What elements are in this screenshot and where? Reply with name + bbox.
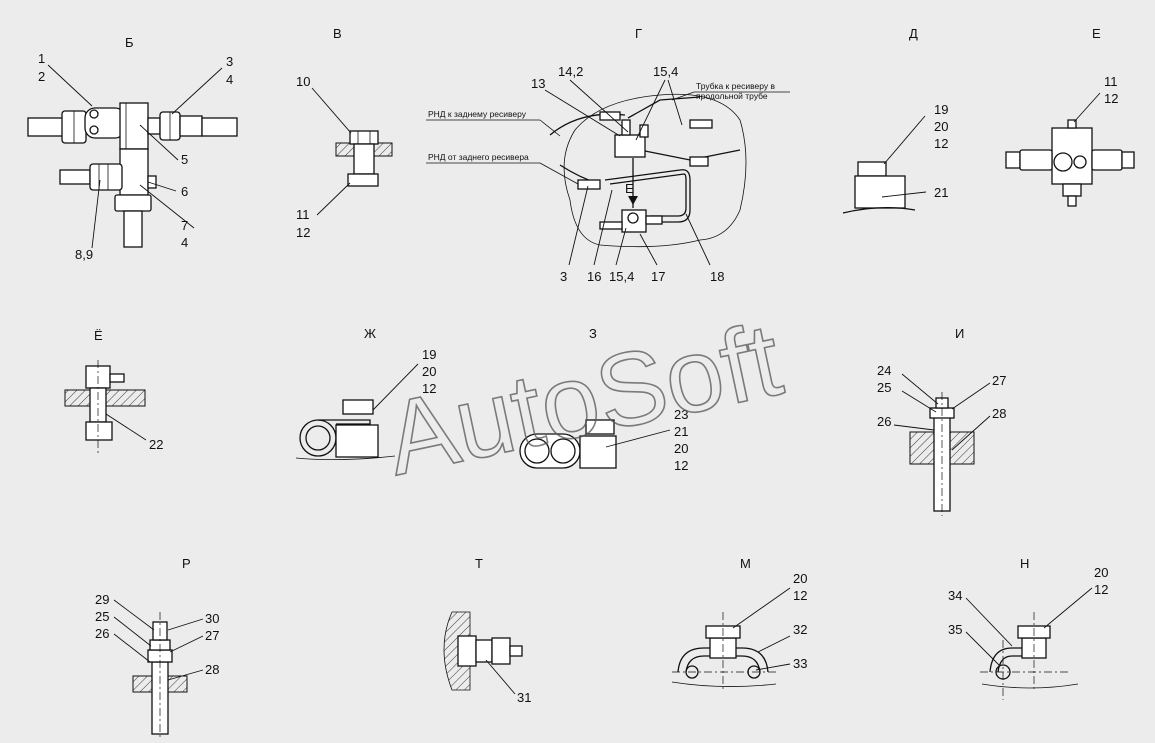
callout-n-12: 12 (1094, 582, 1108, 597)
view-g-title: Г (635, 26, 642, 41)
view-e: Е 11 12 (1005, 26, 1135, 207)
callout-z-12: 12 (674, 458, 688, 473)
callout-b-1: 1 (38, 51, 45, 66)
view-m: М 20 12 32 33 (671, 556, 807, 690)
view-r-title: Р (182, 556, 191, 571)
view-v-title: В (333, 26, 342, 41)
callout-m-33: 33 (793, 656, 807, 671)
callout-i-25: 25 (877, 380, 891, 395)
callout-d-21: 21 (934, 185, 948, 200)
note-to-rear-receiver: РНД к заднему ресиверу (428, 109, 527, 119)
callout-v-10: 10 (296, 74, 310, 89)
callout-r-29: 29 (95, 592, 109, 607)
callout-z-21: 21 (674, 424, 688, 439)
callout-b-8-9: 8,9 (75, 247, 93, 262)
callout-v-12: 12 (296, 225, 310, 240)
callout-b-6: 6 (181, 184, 188, 199)
callout-b-5: 5 (181, 152, 188, 167)
callout-b-4b: 4 (181, 235, 188, 250)
view-i-title: И (955, 326, 964, 341)
view-i: И 24 25 27 26 28 (877, 326, 1006, 516)
callout-n-35: 35 (948, 622, 962, 637)
view-yo-title: Ё (94, 328, 103, 343)
view-zh-title: Ж (364, 326, 376, 341)
callout-g-13: 13 (531, 76, 545, 91)
callout-e-12: 12 (1104, 91, 1118, 106)
view-g: Г Е 13 14,2 15,4 3 16 15,4 (426, 26, 790, 284)
view-e-title: Е (1092, 26, 1101, 41)
callout-i-26: 26 (877, 414, 891, 429)
callout-m-12: 12 (793, 588, 807, 603)
callout-r-25: 25 (95, 609, 109, 624)
callout-d-19: 19 (934, 102, 948, 117)
view-n: Н 20 12 34 35 (948, 556, 1108, 700)
callout-zh-19: 19 (422, 347, 436, 362)
callout-r-26: 26 (95, 626, 109, 641)
callout-r-27: 27 (205, 628, 219, 643)
callout-m-32: 32 (793, 622, 807, 637)
callout-r-28: 28 (205, 662, 219, 677)
view-zh: Ж 19 20 12 (295, 326, 436, 460)
callout-r-30: 30 (205, 611, 219, 626)
view-yo: Ё 22 (64, 328, 163, 456)
callout-b-3: 3 (226, 54, 233, 69)
callout-g-15-4: 15,4 (653, 64, 678, 79)
callout-b-7: 7 (181, 218, 188, 233)
callout-g-18: 18 (710, 269, 724, 284)
callout-i-28: 28 (992, 406, 1006, 421)
note-from-rear-receiver: РНД от заднего ресивера (428, 152, 529, 162)
callout-g-3: 3 (560, 269, 567, 284)
callout-e-11: 11 (1104, 74, 1118, 89)
callout-d-12: 12 (934, 136, 948, 151)
note-tube-line2: продольной трубе (696, 91, 768, 101)
callout-g-17: 17 (651, 269, 665, 284)
callout-b-2: 2 (38, 69, 45, 84)
callout-g-14-2: 14,2 (558, 64, 583, 79)
view-z-title: З (589, 326, 597, 341)
callout-d-20: 20 (934, 119, 948, 134)
view-m-title: М (740, 556, 751, 571)
view-d: Д 19 20 12 21 (842, 26, 948, 214)
callout-b-4: 4 (226, 72, 233, 87)
callout-v-11: 11 (296, 207, 310, 222)
callout-yo-22: 22 (149, 437, 163, 452)
callout-g-15-4b: 15,4 (609, 269, 634, 284)
view-g-arrow-e: Е (625, 181, 634, 196)
callout-z-20: 20 (674, 441, 688, 456)
view-t-title: Т (475, 556, 483, 571)
view-b: Б 1 2 3 4 5 6 7 4 8,9 (27, 35, 238, 262)
view-z: З 23 21 20 12 (519, 326, 688, 473)
callout-t-31: 31 (517, 690, 531, 705)
callout-i-27: 27 (992, 373, 1006, 388)
note-tube-line1: Трубка к ресиверу в (696, 81, 775, 91)
view-n-title: Н (1020, 556, 1029, 571)
view-b-title: Б (125, 35, 134, 50)
callout-n-34: 34 (948, 588, 962, 603)
callout-zh-20: 20 (422, 364, 436, 379)
callout-i-24: 24 (877, 363, 891, 378)
callout-z-23: 23 (674, 407, 688, 422)
callout-zh-12: 12 (422, 381, 436, 396)
view-d-title: Д (909, 26, 918, 41)
callout-n-20: 20 (1094, 565, 1108, 580)
callout-m-20: 20 (793, 571, 807, 586)
view-t: Т 31 (443, 556, 531, 705)
callout-g-16: 16 (587, 269, 601, 284)
view-r: Р 29 25 30 26 27 28 (95, 556, 219, 740)
view-v: В 10 11 12 (296, 26, 393, 240)
